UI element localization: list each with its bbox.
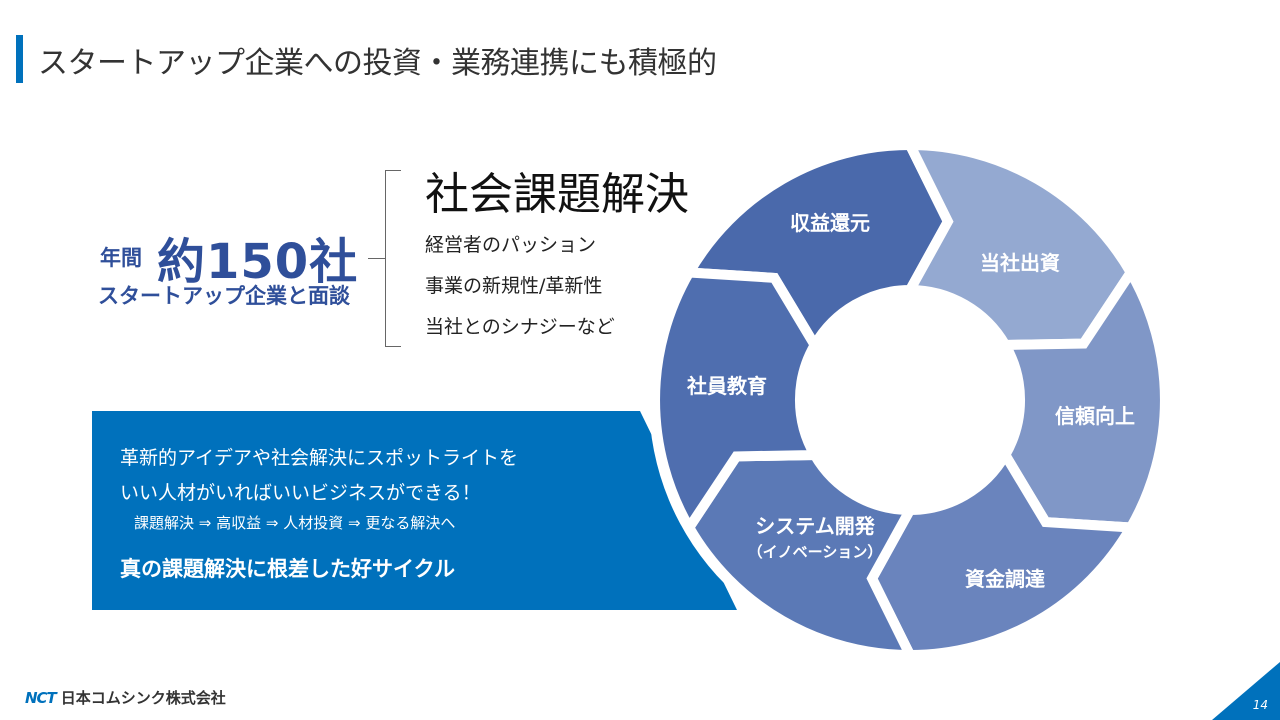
cycle-segment	[901, 139, 1137, 351]
meeting-count: 約150社	[157, 234, 359, 290]
cycle-segment	[866, 445, 1140, 661]
company-name: 日本コムシンク株式会社	[60, 689, 226, 707]
logo-mark: NCT	[25, 688, 57, 707]
bracket	[385, 170, 401, 347]
cycle-label: 社員教育	[686, 374, 767, 398]
page-title: スタートアップ企業への投資・業務連携にも積極的	[38, 46, 717, 81]
message-conclusion: 真の課題解決に根差した好サイクル	[120, 557, 455, 581]
cycle-label: 資金調達	[965, 567, 1045, 591]
cycle-segment	[680, 139, 954, 355]
company-logo: NCT 日本コムシンク株式会社	[25, 687, 226, 708]
message-line-1: 革新的アイデアや社会解決にスポットライトを	[120, 447, 519, 469]
message-flow: 課題解決 ⇒ 高収益 ⇒ 人材投資 ⇒ 更なる解決へ	[134, 514, 456, 532]
year-label: 年間	[100, 246, 142, 270]
criteria-item: 当社とのシナジーなど	[425, 316, 615, 338]
meeting-subtitle: スタートアップ企業と面談	[98, 284, 350, 308]
criteria-item: 経営者のパッション	[425, 234, 597, 256]
corner-decoration	[1212, 662, 1280, 720]
cycle-segment	[996, 263, 1170, 533]
criteria-heading: 社会課題解決	[425, 169, 689, 220]
cycle-label: 信頼向上	[1055, 404, 1135, 428]
cycle-label: 当社出資	[980, 251, 1060, 275]
cycle-label: システム開発	[755, 514, 875, 538]
brace-connector	[368, 258, 385, 259]
cycle-sublabel: （イノベーション）	[748, 543, 883, 561]
cycle-segment	[650, 267, 824, 537]
cycle-segment	[683, 449, 919, 661]
message-line-2: いい人材がいればいいビジネスができる！	[120, 482, 481, 504]
page-number: 14	[1252, 698, 1268, 712]
criteria-item: 事業の新規性/革新性	[425, 275, 603, 297]
cycle-label: 収益還元	[790, 211, 870, 235]
title-accent-bar	[16, 35, 23, 83]
message-box: 革新的アイデアや社会解決にスポットライトを いい人材がいればいいビジネスができる…	[92, 411, 737, 610]
